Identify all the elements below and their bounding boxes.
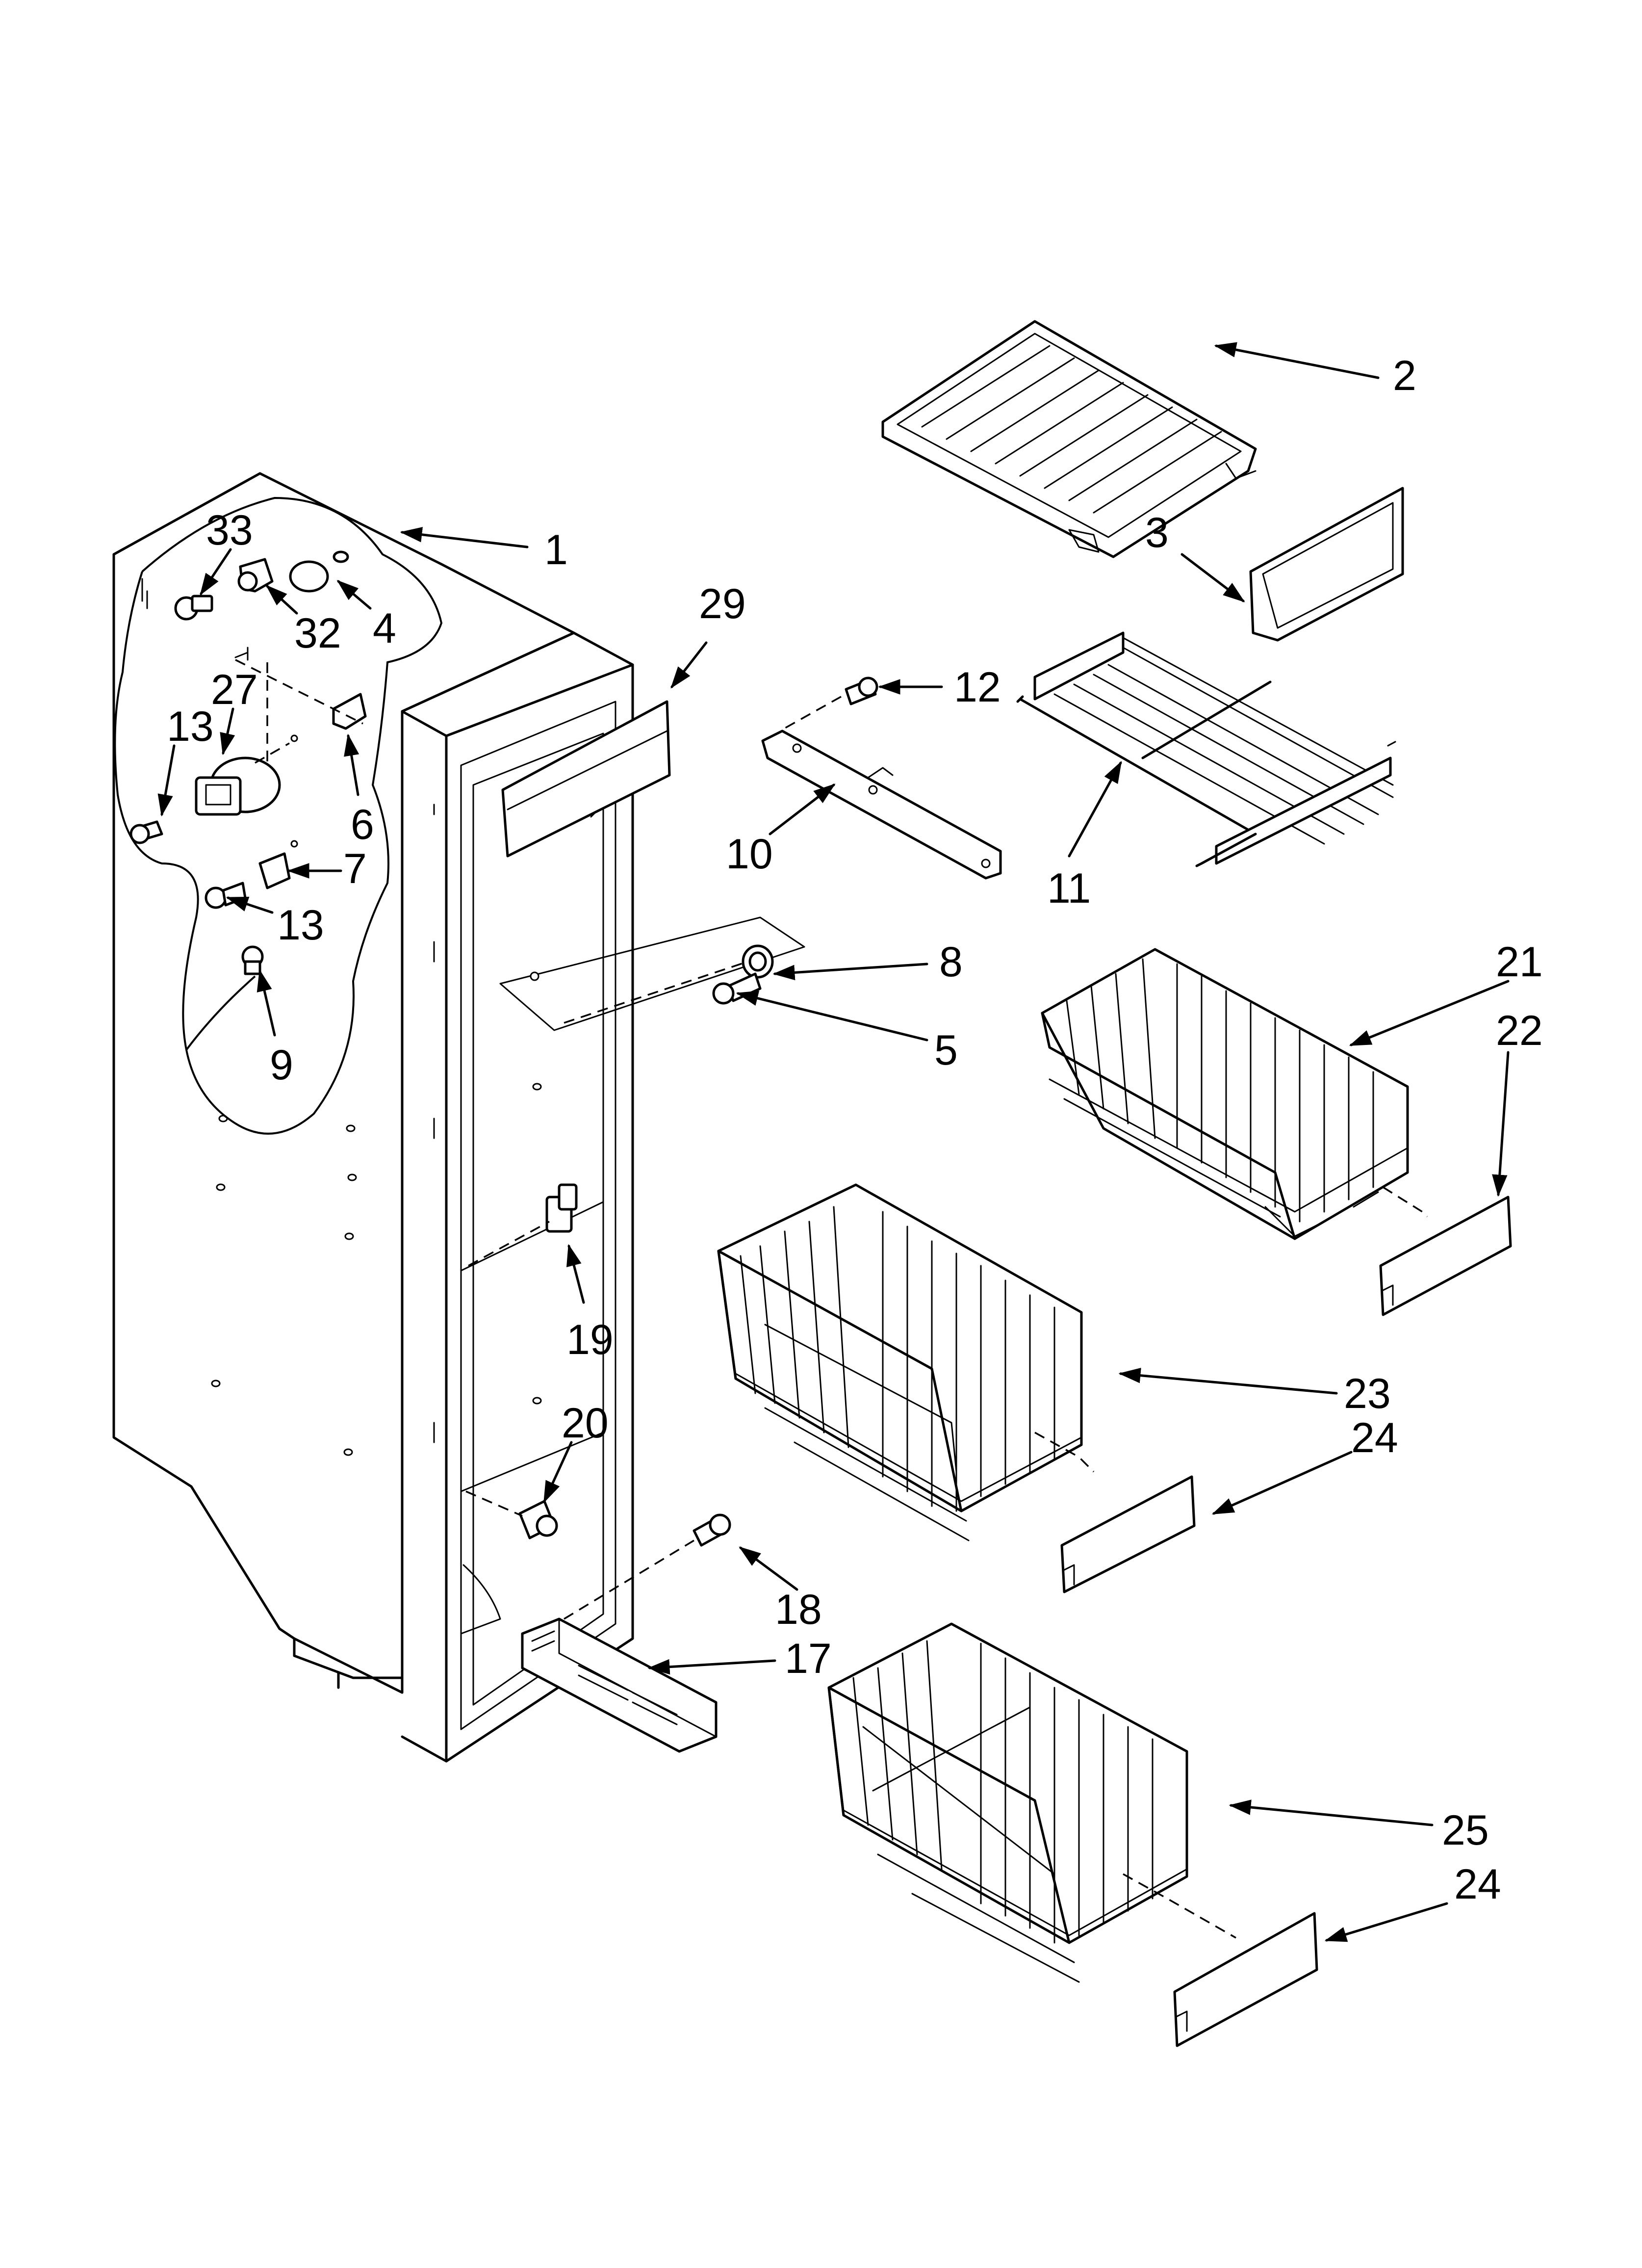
part-label-24-top: 24: [1351, 1414, 1398, 1461]
part-label-22: 22: [1496, 1007, 1543, 1054]
switch-icon: [545, 1183, 578, 1233]
part-label-17: 17: [785, 1635, 832, 1682]
light-shield-icon: [289, 550, 349, 593]
part-label-5: 5: [934, 1027, 958, 1074]
assembly-line: [235, 659, 363, 725]
shelf-frame: [881, 320, 1257, 558]
mount-tab: [234, 647, 249, 661]
part-label-3: 3: [1145, 509, 1169, 556]
part-label-23: 23: [1344, 1370, 1391, 1417]
assembly-line: [1383, 1186, 1428, 1218]
part-label-13-bottom: 13: [277, 902, 324, 949]
part-label-25: 25: [1442, 1807, 1489, 1854]
cabinet-liner: [112, 472, 634, 1763]
part-label-13-top: 13: [167, 703, 214, 750]
control-panel-cover: [501, 700, 671, 858]
basket-handle: [1173, 1912, 1318, 2047]
part-label-4: 4: [373, 605, 396, 652]
shelf-screw-icon: [712, 944, 774, 1005]
part-label-27: 27: [211, 666, 258, 713]
part-label-6: 6: [351, 801, 374, 848]
assembly-line: [465, 1490, 523, 1517]
part-label-29: 29: [699, 580, 746, 627]
wire-shelf: [1016, 631, 1396, 867]
part-label-19: 19: [566, 1316, 614, 1363]
screw-icon: [845, 677, 878, 705]
part-label-7: 7: [343, 845, 367, 892]
screw-icon: [129, 820, 163, 844]
screw-icon: [205, 882, 247, 909]
wire-basket-bottom: [827, 1622, 1188, 1983]
shelf-glass: [1249, 487, 1404, 642]
leader-lines: [157, 342, 1510, 1942]
screw-icon: [518, 1500, 558, 1539]
harness-branch: [185, 975, 256, 1051]
screw-icon: [693, 1513, 731, 1547]
vent-grille: [521, 1617, 718, 1753]
part-label-24-bottom: 24: [1454, 1861, 1501, 1908]
part-label-21: 21: [1496, 938, 1543, 986]
wire-basket-top: [1041, 948, 1409, 1240]
part-label-11: 11: [1047, 865, 1091, 912]
part-label-20: 20: [562, 1400, 609, 1447]
harness-clip: [141, 578, 148, 609]
liner-parts: [499, 916, 805, 1031]
assembly-line: [468, 1221, 550, 1267]
damper-control-icon: [290, 693, 367, 742]
part-label-8: 8: [939, 938, 963, 986]
part-label-18: 18: [775, 1586, 822, 1633]
assembly-line: [1123, 1873, 1236, 1939]
plug-icon: [241, 945, 264, 975]
assembly-line: [564, 1539, 694, 1620]
part-label-9: 9: [270, 1042, 293, 1089]
part-label-32: 32: [294, 610, 341, 657]
part-label-1: 1: [544, 526, 568, 574]
light-bulb-icon: [174, 595, 213, 621]
liner-holes: [211, 1083, 542, 1456]
thermostat-knob-icon: [195, 756, 281, 816]
basket-handle: [1060, 1475, 1196, 1593]
wire-basket-middle: [717, 1183, 1083, 1541]
part-label-10: 10: [726, 831, 773, 878]
assembly-line: [564, 958, 756, 1024]
part-label-12: 12: [954, 664, 1001, 711]
wiring-harness: [114, 496, 443, 1135]
assembly-line: [255, 742, 290, 764]
part-label-33: 33: [206, 507, 253, 554]
basket-handle: [1379, 1196, 1512, 1316]
bracket-icon: [258, 840, 298, 889]
assembly-line: [779, 696, 842, 732]
light-socket-icon: [237, 558, 274, 593]
shelf-bracket: [761, 730, 1002, 880]
part-label-2: 2: [1393, 352, 1416, 399]
